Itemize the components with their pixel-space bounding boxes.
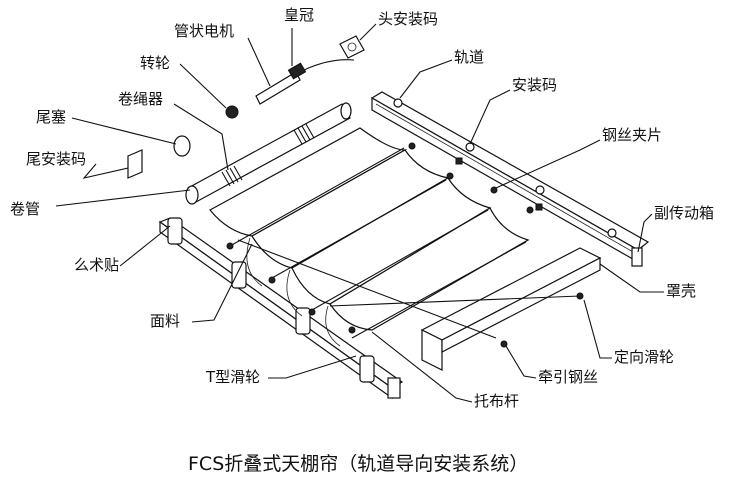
label-tail-plug: 尾塞 (36, 108, 66, 126)
left-track (158, 217, 404, 400)
label-roller-tube: 卷管 (10, 200, 40, 218)
guide-wire-line (329, 295, 581, 307)
traction-wire-line (237, 239, 497, 339)
label-t-pulley: T型滑轮 (205, 368, 260, 386)
label-fabric: 面料 (150, 312, 180, 330)
label-crown: 皇冠 (284, 6, 314, 24)
label-secondary-box: 副传动箱 (654, 204, 714, 222)
cover-box (420, 247, 602, 371)
rope-winder-coils (221, 123, 315, 187)
right-track (370, 91, 650, 267)
label-rope-winder: 卷绳器 (118, 90, 163, 108)
label-wire-clip: 钢丝夹片 (602, 126, 662, 144)
label-tube-motor: 管状电机 (174, 22, 234, 40)
roller-assembly (127, 35, 543, 211)
label-wheel: 转轮 (140, 54, 170, 72)
label-tail-bracket: 尾安装码 (26, 150, 86, 168)
label-support-rod: 托布杆 (474, 392, 519, 410)
label-guide-pulley: 定向滑轮 (614, 348, 674, 366)
label-track: 轨道 (454, 48, 484, 66)
part-labels: 皇冠 管状电机 头安装码 转轮 轨道 卷绳器 安装码 尾塞 钢丝夹片 尾安装码 … (10, 6, 714, 410)
label-cover: 罩壳 (666, 282, 696, 300)
diagram-caption: FCS折叠式天棚帘（轨道导向安装系统） (188, 453, 528, 475)
label-velcro: 么术贴 (74, 256, 119, 274)
label-traction-wire: 牵引钢丝 (538, 368, 598, 386)
label-head-bracket: 头安装码 (378, 10, 438, 28)
fabric-folds (209, 127, 534, 347)
leader-lines (55, 23, 664, 403)
label-mount-bracket: 安装码 (512, 76, 557, 94)
